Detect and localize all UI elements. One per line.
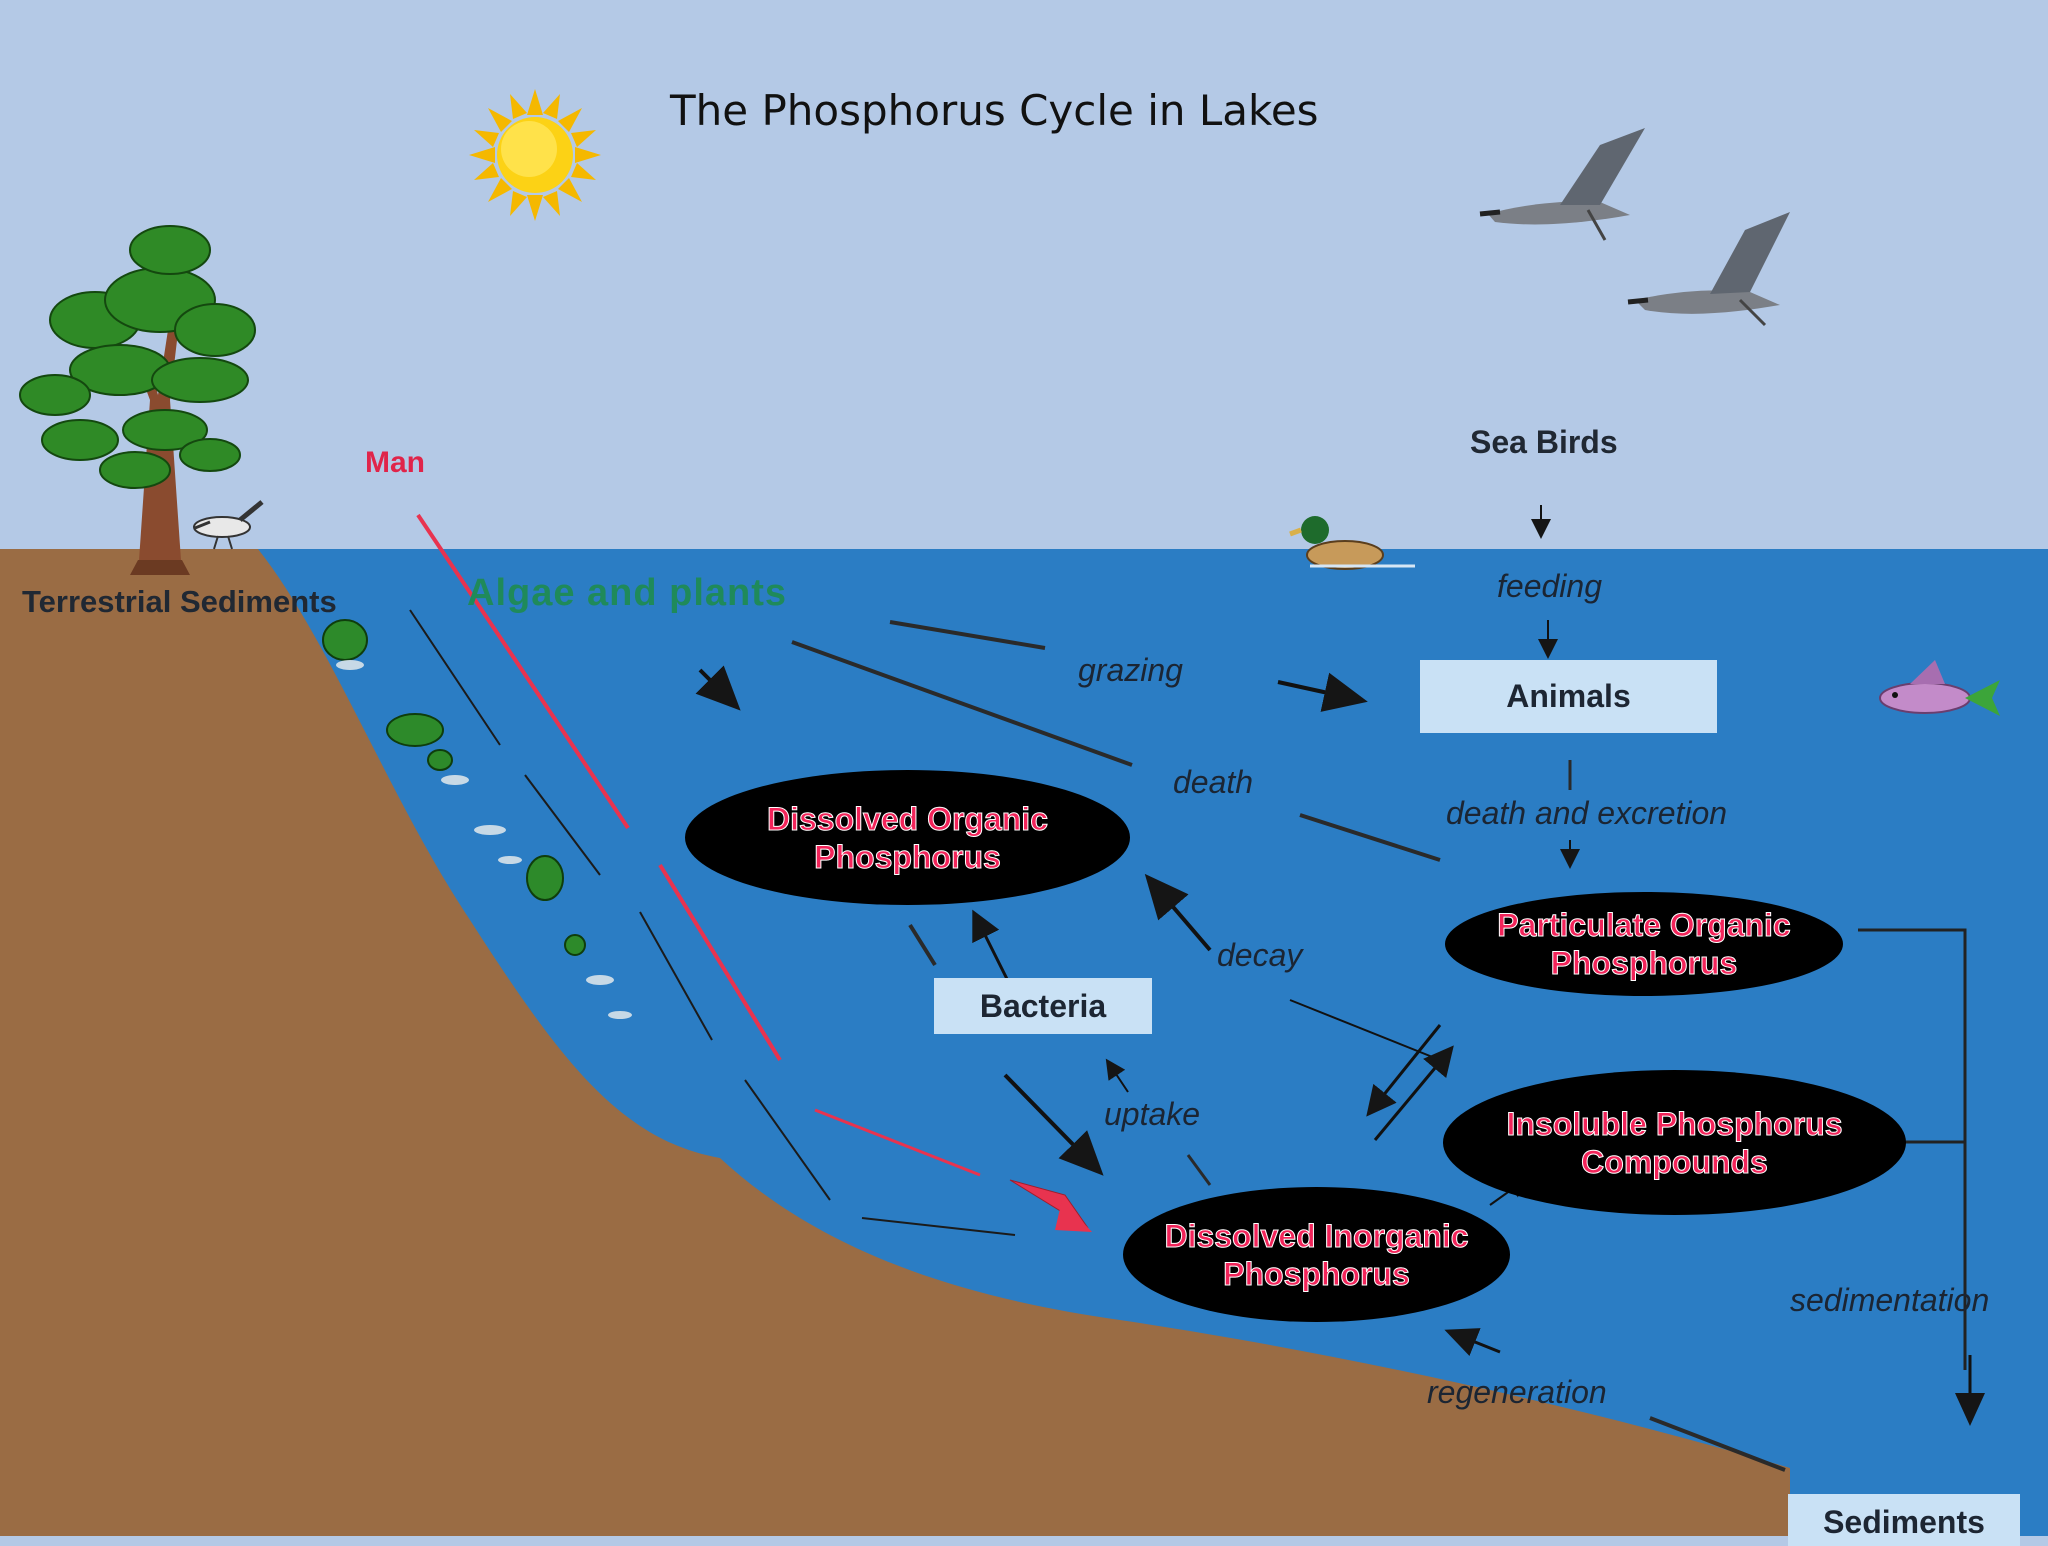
label-feeding: feeding: [1497, 568, 1602, 604]
label-man: Man: [365, 446, 425, 479]
arrow-algae-down: [695, 665, 741, 711]
man-arrow-segment: [658, 863, 782, 1062]
label-death: death: [1173, 764, 1254, 800]
man-arrow-segment: [814, 1108, 981, 1177]
label-grazing: grazing: [1078, 652, 1183, 688]
label-regeneration: regeneration: [1427, 1374, 1607, 1410]
label-algae-and-plants: Algae and plants: [467, 572, 788, 614]
man-arrow-segment: [416, 513, 630, 830]
box-animals: Animals: [1420, 660, 1717, 733]
box-sediments: Sediments: [1788, 1494, 2020, 1546]
sky: [0, 0, 2048, 552]
goose-icon: [1627, 212, 1790, 327]
label-uptake: uptake: [1104, 1096, 1201, 1132]
sun-icon: [469, 89, 601, 221]
duck-icon: [1289, 516, 1415, 570]
label-sea-birds: Sea Birds: [1470, 424, 1618, 460]
box-bacteria: Bacteria: [934, 978, 1152, 1034]
label-decay: decay: [1217, 937, 1303, 973]
label-sedimentation: sedimentation: [1790, 1282, 1990, 1318]
algae-icon: [322, 619, 586, 956]
label-death-and-excretion: death and excretion: [1446, 795, 1728, 831]
goose-icon: [1479, 128, 1645, 241]
page-title: The Phosphorus Cycle in Lakes: [670, 86, 1319, 135]
label-terrestrial-sediments: Terrestrial Sediments: [22, 584, 337, 619]
runoff-lines: [409, 609, 1016, 1236]
shorebird-icon: [193, 500, 264, 550]
fish-icon: [1879, 660, 2000, 716]
tree-icon: [19, 225, 256, 575]
shore-soil: [0, 549, 1790, 1536]
